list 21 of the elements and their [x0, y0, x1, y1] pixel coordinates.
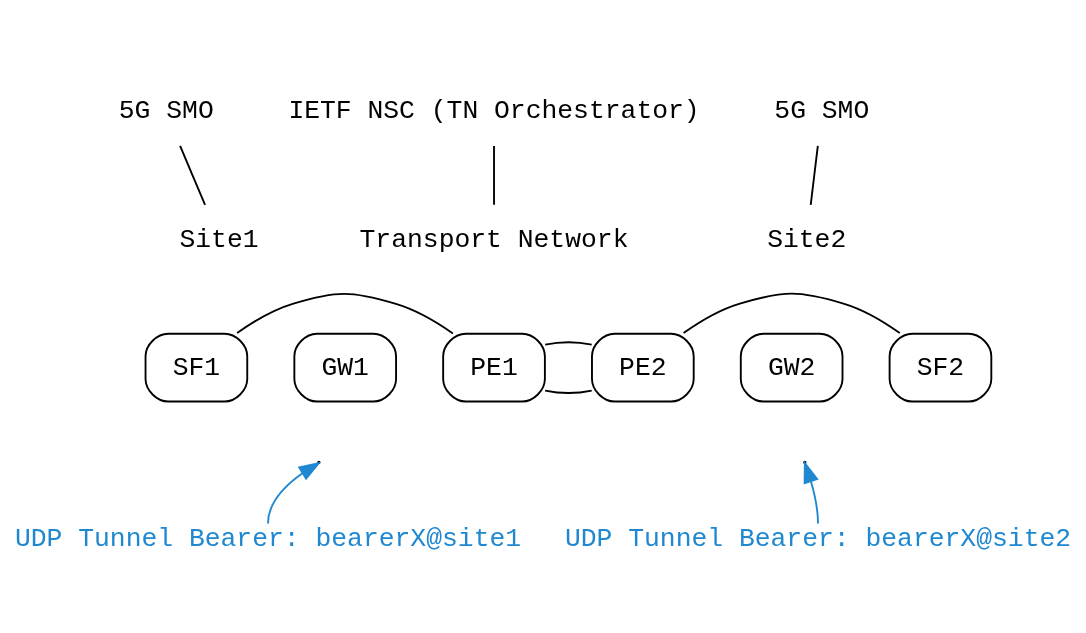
connector [179, 145, 206, 206]
node-text: IETF NSC (TN Orchestrator) [288, 96, 700, 127]
node-text: UDP Tunnel Bearer: bearerX@site2 [564, 524, 1072, 555]
node-text: Transport Network [359, 224, 629, 255]
node-box: SF1 [144, 332, 249, 403]
node-text: 5G SMO [774, 96, 870, 127]
connector [809, 145, 819, 206]
node-box: PE1 [442, 332, 546, 403]
connector [493, 145, 495, 206]
node-box: PE2 [591, 332, 695, 403]
node-box: GW2 [739, 332, 844, 403]
connector [236, 292, 454, 335]
node-text: UDP Tunnel Bearer: bearerX@site1 [14, 524, 522, 555]
node-text: Site2 [767, 224, 847, 255]
connector [544, 341, 593, 346]
node-box: GW1 [293, 332, 397, 403]
node-text: Site1 [179, 224, 259, 255]
connector [544, 389, 593, 394]
node-box: SF2 [888, 332, 993, 403]
connector [682, 292, 901, 334]
node-text: 5G SMO [118, 96, 214, 127]
